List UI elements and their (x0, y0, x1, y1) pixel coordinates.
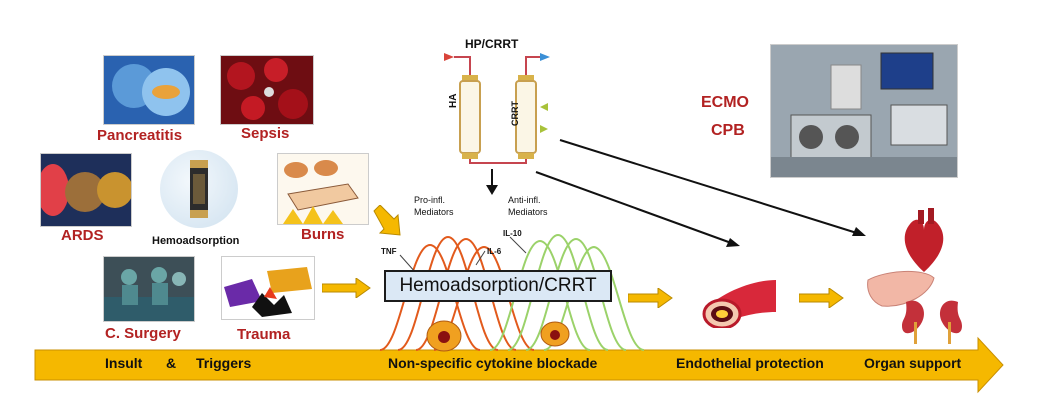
ards-image (40, 153, 132, 227)
label-ards: ARDS (61, 227, 104, 244)
arrow-endothelium-to-organs (799, 288, 844, 308)
label-anti-mediators-line1: Anti-infl. (508, 195, 541, 205)
label-il10: IL-10 (503, 229, 522, 238)
label-hemoadsorption: Hemoadsorption (152, 235, 240, 247)
anti-inflammatory-cell (540, 321, 570, 347)
heart-image (904, 208, 944, 272)
label-pro-mediators-line2: Mediators (414, 207, 454, 217)
label-ecmo: ECMO (701, 94, 749, 111)
circuit-title: HP/CRRT (465, 37, 519, 51)
arrow-burns-to-box (373, 205, 401, 236)
surgery-image (103, 256, 195, 322)
pro-inflammatory-cell (426, 320, 462, 352)
burns-image (277, 153, 369, 225)
label-sepsis: Sepsis (241, 125, 290, 142)
label-trauma: Trauma (237, 326, 291, 343)
hemoadsorption-cartridge-image (160, 150, 238, 228)
ecmo-machine-image (770, 44, 958, 178)
bar-label-amp: & (166, 355, 177, 371)
bar-label-endothelial: Endothelial protection (676, 355, 824, 371)
label-il6: IL-6 (487, 247, 502, 256)
bar-label-insult: Insult (105, 355, 143, 371)
bar-label-organ: Organ support (864, 355, 962, 371)
hemoadsorption-crrt-box: Hemoadsorption/CRRT (384, 270, 612, 302)
trauma-image (221, 256, 315, 320)
arrow-box-to-endothelium (628, 288, 673, 308)
label-pro-mediators-line1: Pro-infl. (414, 195, 446, 205)
bar-label-triggers: Triggers (196, 355, 252, 371)
sepsis-image (220, 55, 314, 125)
label-pancreatitis: Pancreatitis (97, 127, 183, 144)
pancreatitis-image (103, 55, 195, 125)
bar-label-blockade: Non-specific cytokine blockade (388, 355, 598, 371)
arrow-trauma-to-box (322, 278, 371, 298)
label-cpb: CPB (711, 122, 745, 139)
label-surgery: C. Surgery (105, 325, 181, 342)
label-tnf: TNF (381, 247, 397, 256)
blood-vessel-image (702, 280, 776, 328)
hp-crrt-circuit (444, 53, 550, 195)
liver-image (867, 270, 935, 307)
label-burns: Burns (301, 226, 345, 243)
kidneys-image (902, 300, 962, 344)
label-anti-mediators-line2: Mediators (508, 207, 548, 217)
